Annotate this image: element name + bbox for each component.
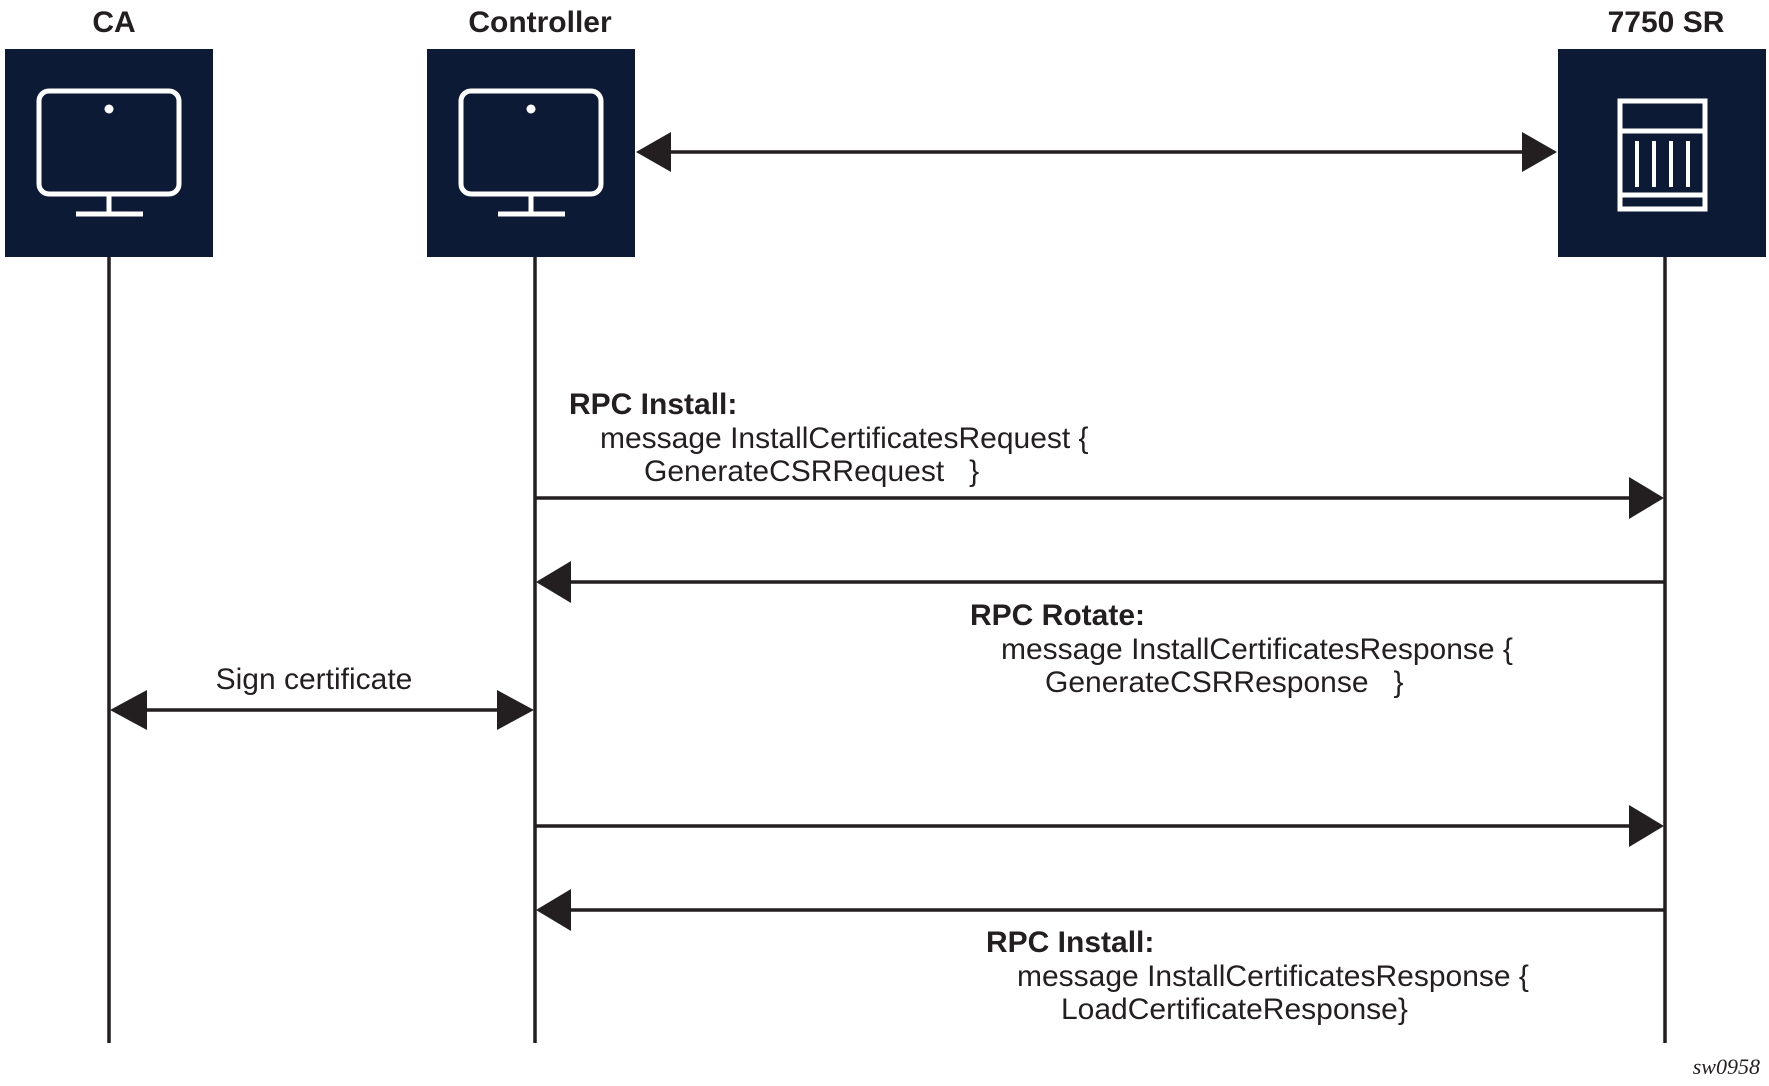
ca-box [5,49,213,257]
install-request-title: RPC Install: [569,388,737,421]
monitor-icon [36,88,182,217]
controller-box [427,49,635,257]
rotate-response-message: RPC Rotate: message InstallCertificatesR… [536,561,1665,699]
router-box [1558,49,1766,257]
install-request-arrowhead [1629,477,1664,519]
install-response-message: RPC Install: message InstallCertificates… [536,889,1665,1026]
figure-id: sw0958 [1693,1054,1760,1079]
controller-label: Controller [468,6,612,39]
sign-certificate-left-arrowhead [110,690,147,730]
install-certificate-request-arrowhead [1629,805,1664,847]
ca-actor [5,49,213,257]
router-label: 7750 SR [1608,6,1725,39]
monitor-icon [458,88,604,217]
sign-certificate-label: Sign certificate [216,663,413,696]
rotate-response-arrowhead [536,561,571,603]
sign-certificate-message: Sign certificate [110,663,534,730]
router-actor [1558,49,1766,257]
sign-certificate-right-arrowhead [497,690,534,730]
router-chassis-icon [1617,98,1708,212]
rotate-response-line2: GenerateCSRResponse } [1045,666,1404,699]
install-request-line1: message InstallCertificatesRequest { [600,422,1089,455]
install-response-line2: LoadCertificateResponse} [1061,993,1408,1026]
install-certificate-request-message [535,805,1664,847]
controller-actor [427,49,635,257]
rotate-response-title: RPC Rotate: [970,599,1145,632]
install-response-line1: message InstallCertificatesResponse { [1017,960,1529,993]
install-request-message: RPC Install: message InstallCertificates… [535,388,1664,519]
rotate-response-line1: message InstallCertificatesResponse { [1001,633,1513,666]
install-response-title: RPC Install: [986,926,1154,959]
install-request-line2: GenerateCSRRequest } [644,455,979,488]
install-response-arrowhead [536,889,571,931]
controller-router-connection [636,132,1557,172]
ca-label: CA [92,6,135,39]
